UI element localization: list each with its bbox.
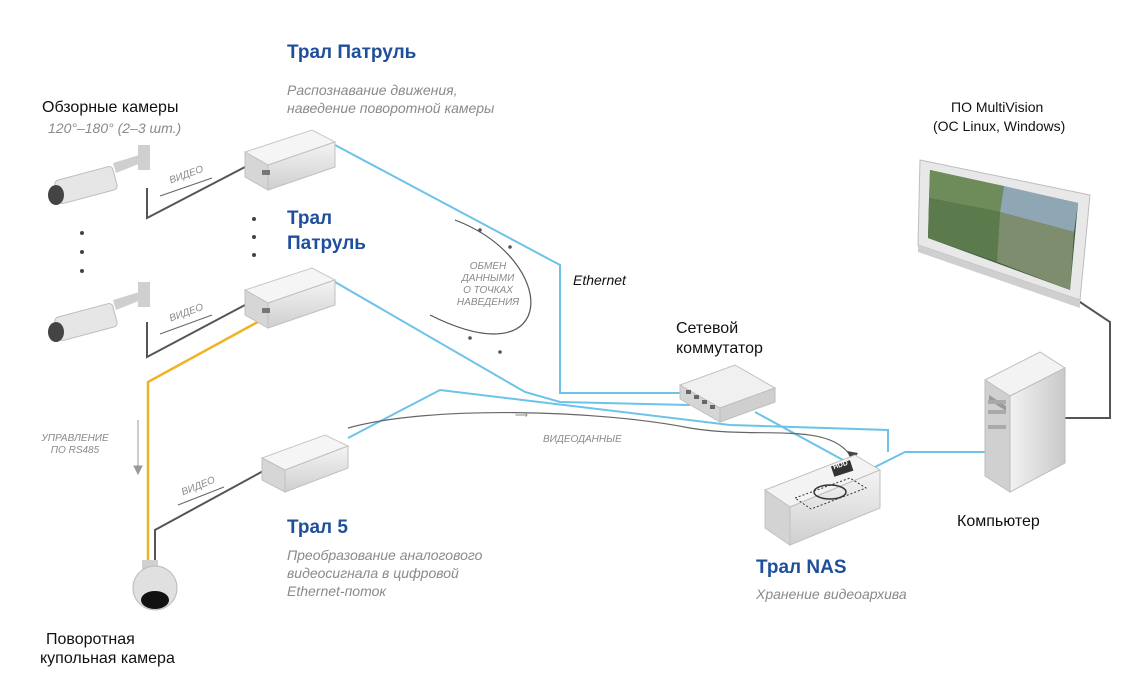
videodata-link: [347, 411, 853, 459]
software-line-1: ПО MultiVision: [951, 99, 1044, 115]
overview-camera-2-icon: [48, 282, 150, 342]
nas-desc: Хранение видеоархива: [756, 586, 907, 602]
control-label-2: ПО RS485: [50, 445, 100, 456]
computer-name: Компьютер: [957, 513, 1040, 530]
patrol2-title-1: Трал: [287, 208, 333, 229]
ptz-camera-icon: [132, 560, 178, 611]
patrol1-title: Трал Патруль: [287, 42, 417, 63]
switch-line-2: коммутатор: [676, 340, 763, 357]
control-label-1: УПРАВЛЕНИЕ: [41, 433, 109, 444]
network-switch-device: [678, 364, 777, 423]
tral5-desc-2: видеосигнала в цифровой: [287, 565, 459, 581]
tral5-desc-3: Ethernet-поток: [287, 583, 386, 599]
videodata-label: ВИДЕОДАННЫЕ: [543, 434, 622, 445]
overview-cameras-detail: 120°–180° (2–3 шт.): [48, 120, 182, 136]
ethernet-link-patrol1: [334, 144, 690, 394]
tral-patrol-1-device: [243, 129, 337, 191]
ethernet-label: Ethernet: [573, 272, 626, 288]
exchange-arc: [429, 219, 532, 335]
ethernet-link-tral5: [347, 388, 889, 452]
video-link-cam1: [146, 166, 246, 220]
computer-device: [983, 351, 1067, 493]
ptz-camera-line-1: Поворотная: [46, 631, 135, 648]
exchange-label-1: ОБМЕН: [469, 261, 507, 272]
overview-cameras-name: Обзорные камеры: [42, 99, 179, 116]
patrol1-desc-1: Распознавание движения,: [287, 82, 458, 98]
exchange-label-4: НАВЕДЕНИЯ: [456, 297, 520, 308]
videodata-arrow-tick: ⟶: [515, 410, 528, 420]
monitor-device: [917, 159, 1091, 308]
patrol1-desc-2: наведение поворотной камеры: [287, 100, 495, 116]
control-arrow: [133, 420, 143, 476]
exchange-arc-ticks: [468, 228, 512, 354]
exchange-label-3: О ТОЧКАХ: [463, 285, 513, 296]
exchange-label: ОБМЕН ДАННЫМИ О ТОЧКАХ НАВЕДЕНИЯ: [447, 261, 529, 309]
nas-device: [763, 454, 882, 546]
tral-5-device: [260, 434, 350, 493]
tral-patrol-2-device: [243, 267, 337, 329]
control-label: УПРАВЛЕНИЕ ПО RS485: [39, 433, 111, 457]
cameras-ellipsis: [80, 217, 256, 273]
nas-title: Трал NAS: [756, 557, 847, 578]
video-link-ptz: [154, 469, 266, 565]
ethernet-link-switch-pc: [754, 411, 985, 474]
patrol2-title-2: Патруль: [287, 233, 366, 254]
analog-links: [146, 166, 1111, 565]
software-line-2: (ОС Linux, Windows): [933, 118, 1066, 134]
ethernet-link-patrol2: [334, 281, 691, 406]
video-arrows: [159, 177, 225, 506]
overview-camera-1-icon: [48, 145, 150, 205]
tral5-desc-1: Преобразование аналогового: [287, 547, 483, 563]
exchange-label-2: ДАННЫМИ: [461, 273, 515, 284]
switch-line-1: Сетевой: [676, 320, 739, 337]
rs485-link: [146, 316, 266, 560]
tral5-title: Трал 5: [287, 517, 348, 538]
ethernet-links: [334, 144, 985, 474]
video-link-cam2: [146, 304, 246, 359]
ptz-camera-line-2: купольная камера: [40, 650, 175, 667]
